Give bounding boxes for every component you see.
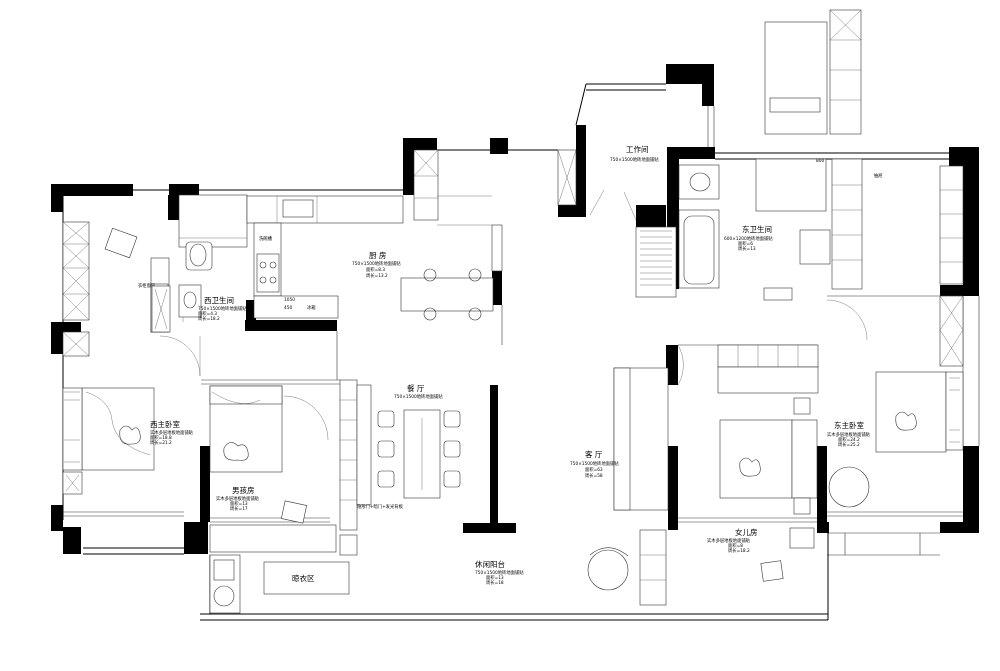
kitchen-dim-1: 1050 <box>284 297 295 303</box>
dining-wall-note: 隐形门+暗门+发光背板 <box>357 503 404 510</box>
girl-room-area: 面积=8 <box>728 542 743 549</box>
east-bath-perimeter: 周长=13 <box>738 245 756 252</box>
east-bath-dim: 800 <box>816 158 824 164</box>
drawer-note: 抽屉 <box>874 172 883 179</box>
west-bath-finish: 750×1500地砖地面铺贴 <box>198 305 247 312</box>
dining-finish: 750×1500地砖地面铺贴 <box>394 393 443 400</box>
west-bath-zone: 西卫生间 750×1500地砖地面铺贴 面积=4.3 周长=18.2 <box>151 194 248 333</box>
dining-zone: 餐 厅 750×1500地砖地面铺贴 隐形门+暗门+发光背板 <box>356 384 461 510</box>
balcony-perimeter: 周长=18 <box>486 579 504 586</box>
west-bath-perimeter: 周长=18.2 <box>198 315 220 322</box>
east-master-finish: 实木多层地板地面铺贴 <box>827 431 871 438</box>
study-name: 工作间 <box>626 144 649 154</box>
laundry-label: 晾衣区 <box>292 573 315 583</box>
boy-room-perimeter: 周长=17 <box>230 505 248 512</box>
east-bath-area: 面积=6 <box>738 240 753 247</box>
east-bath-finish: 600×1200地砖地面铺贴 <box>724 235 773 242</box>
east-master-name: 东主卧室 <box>834 420 864 430</box>
balcony-zone: 晾衣区 休闲阳台 750×1500地砖地面铺贴 面积=13 周长=18 <box>209 529 667 614</box>
east-master-area: 面积=24.2 <box>838 436 860 443</box>
girl-room-name: 女儿房 <box>735 527 758 537</box>
balcony-finish: 750×1500地砖地面铺贴 <box>475 569 524 576</box>
boy-room-area: 面积=13 <box>230 500 248 507</box>
west-wardrobe-note: 衣柜窗帘 <box>138 282 155 289</box>
kitchen-dim-2: 450 <box>284 305 292 311</box>
kitchen-name: 厨 房 <box>369 250 386 260</box>
balcony-area: 面积=13 <box>486 574 504 581</box>
west-master-perimeter: 周长=21.2 <box>150 439 172 446</box>
west-bath-area: 面积=4.3 <box>198 310 217 317</box>
study-finish: 750×1500地砖地面铺贴 <box>610 156 659 163</box>
living-area: 面积=63 <box>585 466 603 473</box>
balcony-name: 休闲阳台 <box>475 559 505 569</box>
boy-room-finish: 实木多层地板地面铺贴 <box>216 495 260 502</box>
kitchen-zone: 洗碗槽 1050 450 冰箱 厨 房 750×1500地砖地面铺贴 面积=8.… <box>246 149 503 321</box>
east-bath-name: 东卫生间 <box>742 224 772 234</box>
kitchen-area: 面积=8.3 <box>366 266 385 273</box>
kitchen-finish: 750×1500地砖地面铺贴 <box>352 260 401 267</box>
west-bath-name: 西卫生间 <box>204 295 234 305</box>
east-bath-zone: 东卫生间 600×1200地砖地面铺贴 面积=6 周长=13 800 <box>635 158 831 301</box>
girl-room-finish: 实木多层地板地面铺贴 <box>707 537 751 544</box>
study-zone: 工作间 750×1500地砖地面铺贴 <box>557 9 862 221</box>
east-master-zone: 抽屉 东主卧室 实木多层地板地面铺贴 面积=24.2 周长=25.2 <box>826 158 964 508</box>
living-zone: 客 厅 750×1500地砖地面铺贴 面积=63 周长=58 <box>570 344 684 511</box>
east-master-perimeter: 周长=25.2 <box>838 441 860 448</box>
west-master-area: 面积=18.8 <box>150 434 172 441</box>
girl-room-zone: 女儿房 实木多层地板地面铺贴 面积=8 周长=18.2 <box>707 344 819 582</box>
living-name: 客 厅 <box>585 449 603 459</box>
west-master-finish: 实木多层地板地面铺贴 <box>150 429 194 436</box>
boy-room-zone: 男孩房 实木多层地板地面铺贴 面积=13 周长=17 <box>209 379 358 556</box>
kitchen-sink-note: 洗碗槽 <box>259 235 273 242</box>
west-master-zone: 衣柜窗帘 西主卧室 实木多层地板地面铺贴 面积=18.8 周长=21.2 <box>62 221 201 495</box>
kitchen-fridge-note: 冰箱 <box>307 304 316 311</box>
dining-name: 餐 厅 <box>407 384 425 393</box>
living-perimeter: 周长=58 <box>585 472 603 479</box>
girl-room-perimeter: 周长=18.2 <box>728 547 750 554</box>
living-finish: 750×1500地砖地面铺贴 <box>570 460 619 467</box>
west-master-name: 西主卧室 <box>150 419 180 429</box>
kitchen-perimeter: 周长=13.2 <box>366 272 388 279</box>
boy-room-name: 男孩房 <box>232 485 255 495</box>
